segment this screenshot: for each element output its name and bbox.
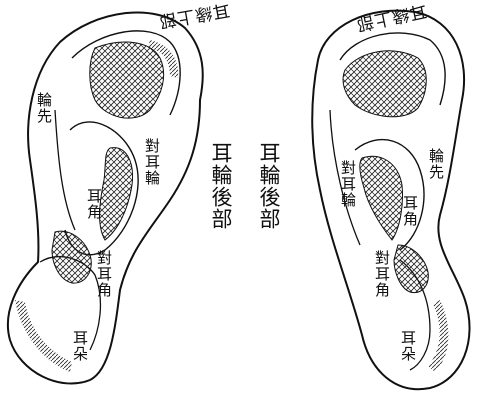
right-rim-hatch	[428, 300, 448, 372]
right-label-duierjiao: 對耳角	[374, 250, 389, 298]
left-label-lunxian: 輪先	[36, 92, 51, 124]
right-antihelix-hatch	[360, 156, 403, 240]
left-antihelix-hatch	[100, 148, 133, 240]
right-label-duierlun: 對耳輪	[340, 160, 355, 208]
right-label-erjiao: 耳角	[402, 195, 417, 227]
left-label-erjiao: 耳角	[86, 188, 101, 220]
right-lobe-hatch	[394, 245, 428, 293]
center-label-left: 耳輪後部	[210, 142, 231, 230]
right-upper-hatch	[343, 51, 426, 117]
left-label-erduo: 耳朵	[72, 330, 87, 362]
left-label-duierjiao: 對耳角	[96, 250, 111, 298]
right-label-lunxian: 輪先	[428, 148, 443, 180]
left-label-duierlun: 對耳輪	[144, 138, 159, 186]
left-upper-hatch	[90, 42, 164, 118]
right-label-erduo: 耳朵	[400, 330, 415, 362]
center-label-right: 耳輪後部	[258, 142, 279, 230]
left-lobe-hatch	[52, 231, 91, 283]
